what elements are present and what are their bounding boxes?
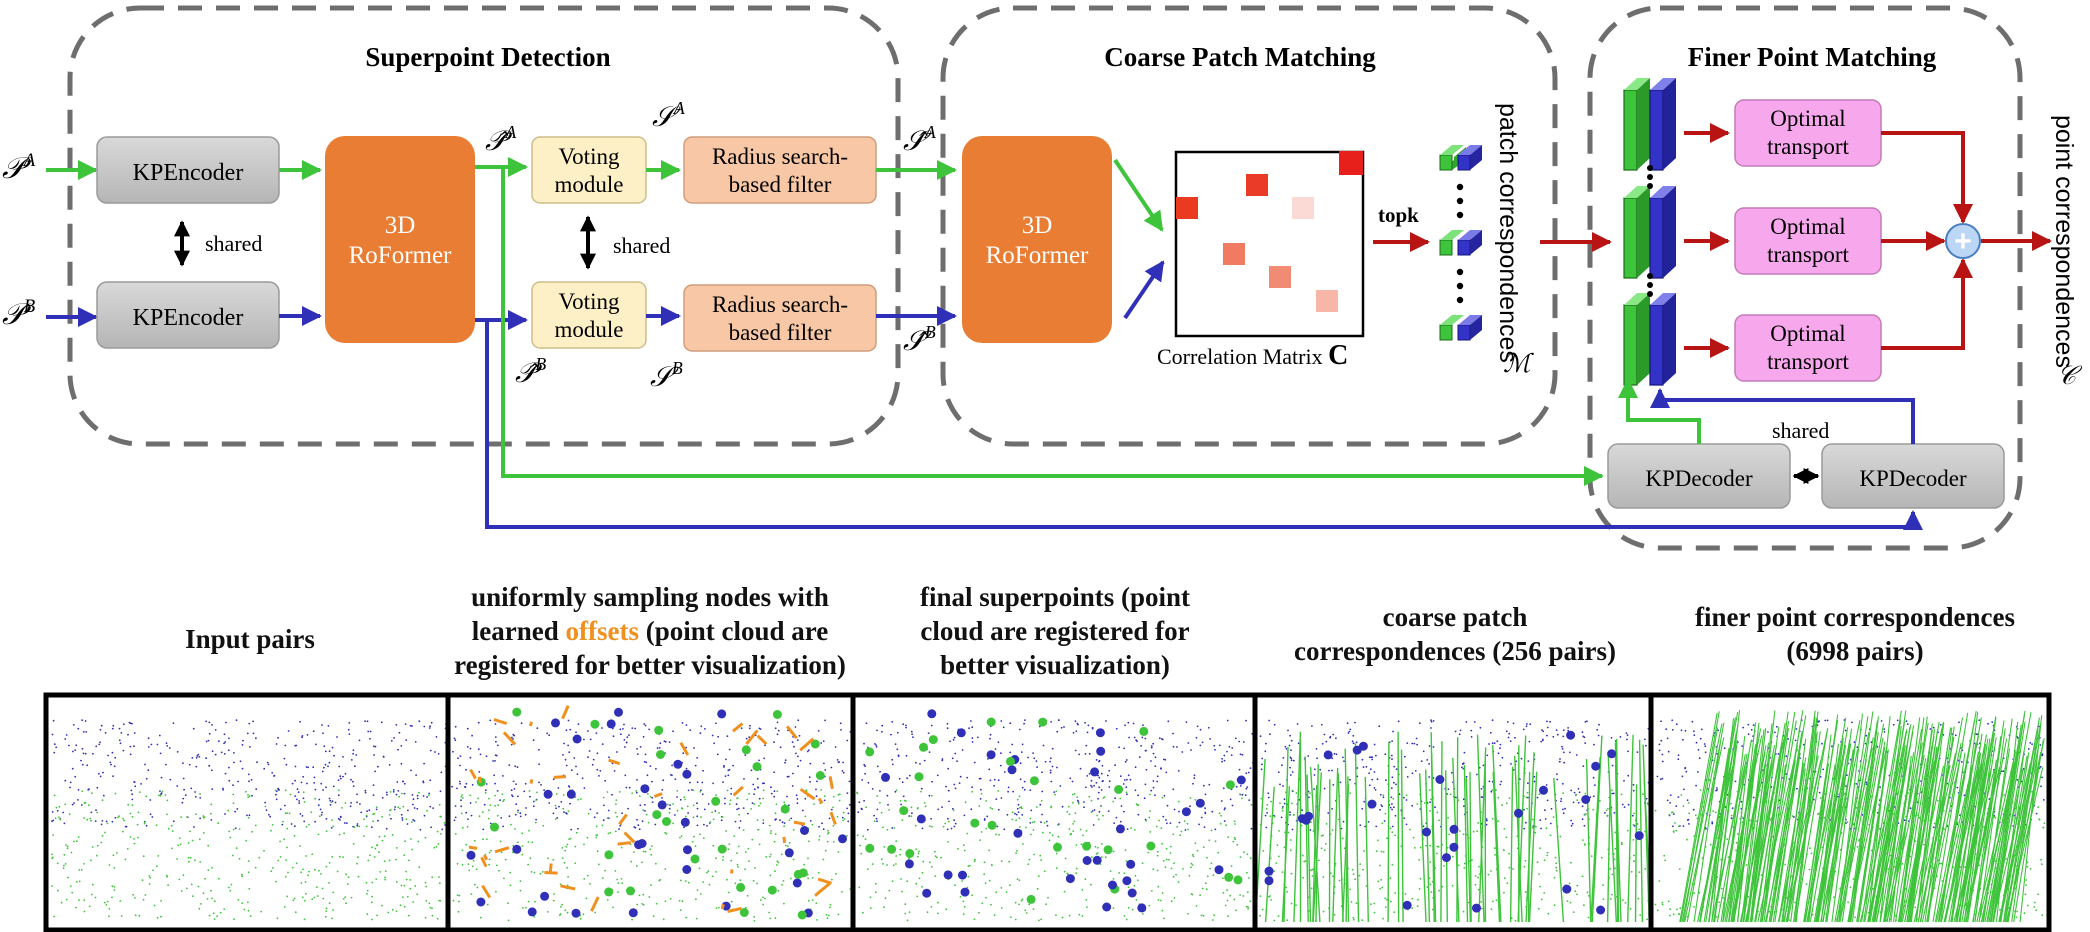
caption-final-line1: final superpoints (point <box>919 582 1191 612</box>
caption-sampling-line3: registered for better visualization) <box>454 650 846 680</box>
s-a-label: 𝒮A <box>652 98 686 133</box>
roformer-2-line1: 3D <box>1022 212 1053 239</box>
arrow-decoder-b-to-features <box>1650 388 1915 444</box>
radius-a-line1: Radius search- <box>712 144 848 169</box>
radius-a-line2: based filter <box>729 172 832 197</box>
matrix-cell <box>1269 266 1291 288</box>
s-hat-b-label: 𝒮̂B <box>903 322 936 357</box>
feature-stack-bottom <box>1623 293 1676 386</box>
arrow-roformer2-to-matrix-a <box>1113 158 1164 232</box>
kpdecoder-a-label: KPDecoder <box>1645 466 1753 491</box>
point-correspondences-label: point correspondences <box>2050 115 2078 368</box>
matrix-cell <box>1316 290 1338 312</box>
caption-finer-line2: (6998 pairs) <box>1786 636 1924 666</box>
matrix-cell <box>1246 174 1268 196</box>
arrow-ot1-to-plus <box>1881 131 1973 224</box>
caption-input-pairs: Input pairs <box>60 622 440 656</box>
ot3-line1: Optimal <box>1770 321 1845 346</box>
radius-b-line2: based filter <box>729 320 832 345</box>
matrix-cell <box>1292 197 1314 219</box>
arrow-roformer2-to-matrix-b <box>1123 260 1165 320</box>
visualization-strip-border <box>43 692 2052 932</box>
caption-sampling-2c: (point cloud are <box>638 616 829 646</box>
skip-blue-to-decoder <box>485 320 1923 530</box>
feature-stack-top <box>1623 78 1676 171</box>
caption-sampling: uniformly sampling nodes with learned of… <box>430 580 870 682</box>
arrow-ot3-to-plus <box>1881 258 1973 350</box>
input-pa-label: 𝒫A <box>2 150 36 185</box>
caption-final-line2: cloud are registered for <box>920 616 1190 646</box>
voting-b-line2: module <box>555 317 624 342</box>
radius-b-line1: Radius search- <box>712 292 848 317</box>
shared-label-encoders: shared <box>205 231 262 256</box>
shared-label-voting: shared <box>613 233 670 258</box>
kpencoder-b-label: KPEncoder <box>133 305 244 331</box>
panel-coarse-patch-matching <box>940 5 1558 447</box>
patch-correspondences-symbol: ℳ <box>1503 349 1534 378</box>
sum-node <box>1945 223 1981 259</box>
matrix-cell <box>1223 243 1245 265</box>
caption-coarse-patch: coarse patch correspondences (256 pairs) <box>1265 600 1645 668</box>
patch-pair-mid <box>1439 230 1482 256</box>
panel-title-coarse-patch-matching: Coarse Patch Matching <box>1104 42 1376 72</box>
s-b-label: 𝒮B <box>650 358 683 393</box>
patch-pair-bottom <box>1439 315 1482 341</box>
panel-superpoint-detection <box>67 5 901 447</box>
caption-sampling-line2: learned offsets (point cloud are <box>430 614 870 648</box>
caption-coarse-line1: coarse patch <box>1382 602 1528 632</box>
caption-coarse-line2: correspondences (256 pairs) <box>1294 636 1616 666</box>
s-hat-a-label: 𝒮̂A <box>903 122 937 157</box>
p-hat-b-label: 𝒫̂B <box>515 354 546 389</box>
caption-sampling-line1: uniformly sampling nodes with <box>471 582 829 612</box>
shared-label-decoders: shared <box>1772 418 1829 443</box>
ot1-line1: Optimal <box>1770 106 1845 131</box>
roformer-1-line1: 3D <box>385 212 416 239</box>
voting-b-line1: Voting <box>559 289 620 314</box>
sum-node-symbol: + <box>1954 225 1972 258</box>
kpdecoder-b-label: KPDecoder <box>1859 466 1967 491</box>
caption-finer-point: finer point correspondences (6998 pairs) <box>1660 600 2050 668</box>
patch-pair-top <box>1439 145 1482 171</box>
p-hat-a-label: 𝒫̂A <box>485 122 517 157</box>
ot1-line2: transport <box>1767 134 1849 159</box>
ot2-line2: transport <box>1767 242 1849 267</box>
skip-green-to-decoder <box>501 167 1604 486</box>
voting-a-line1: Voting <box>559 144 620 169</box>
voting-a-line2: module <box>555 172 624 197</box>
feature-stack-mid <box>1623 186 1676 279</box>
matrix-cell <box>1176 197 1198 219</box>
input-pb-label: 𝒫B <box>2 296 36 331</box>
patch-dots <box>1456 183 1464 304</box>
caption-finer-line1: finer point correspondences <box>1695 602 2015 632</box>
visualization-panels <box>51 705 2046 923</box>
kpencoder-a-label: KPEncoder <box>133 160 244 186</box>
matrix-cell <box>1339 151 1363 175</box>
matrix-label: Correlation Matrix C <box>1157 340 1348 371</box>
caption-input-text: Input pairs <box>185 624 315 654</box>
ot3-line2: transport <box>1767 349 1849 374</box>
feature-dots <box>1647 165 1653 297</box>
caption-final-superpoints: final superpoints (point cloud are regis… <box>870 580 1240 682</box>
roformer-1-line2: RoFormer <box>349 242 452 269</box>
ot2-line1: Optimal <box>1770 214 1845 239</box>
panel-title-finer-point-matching: Finer Point Matching <box>1688 42 1937 72</box>
roformer-2 <box>962 136 1112 343</box>
caption-offsets-highlight: offsets <box>565 616 639 646</box>
point-correspondences-symbol: 𝒞 <box>2057 361 2083 390</box>
caption-final-line3: better visualization) <box>940 650 1170 680</box>
caption-sampling-2a: learned <box>471 616 566 646</box>
panel-title-superpoint-detection: Superpoint Detection <box>365 42 610 72</box>
topk-label: topk <box>1378 203 1419 227</box>
roformer-1 <box>325 136 475 343</box>
arrow-decoder-a-to-features <box>1618 378 1701 444</box>
roformer-2-line2: RoFormer <box>986 242 1089 269</box>
patch-correspondences-label: patch correspondences <box>1494 103 1522 363</box>
